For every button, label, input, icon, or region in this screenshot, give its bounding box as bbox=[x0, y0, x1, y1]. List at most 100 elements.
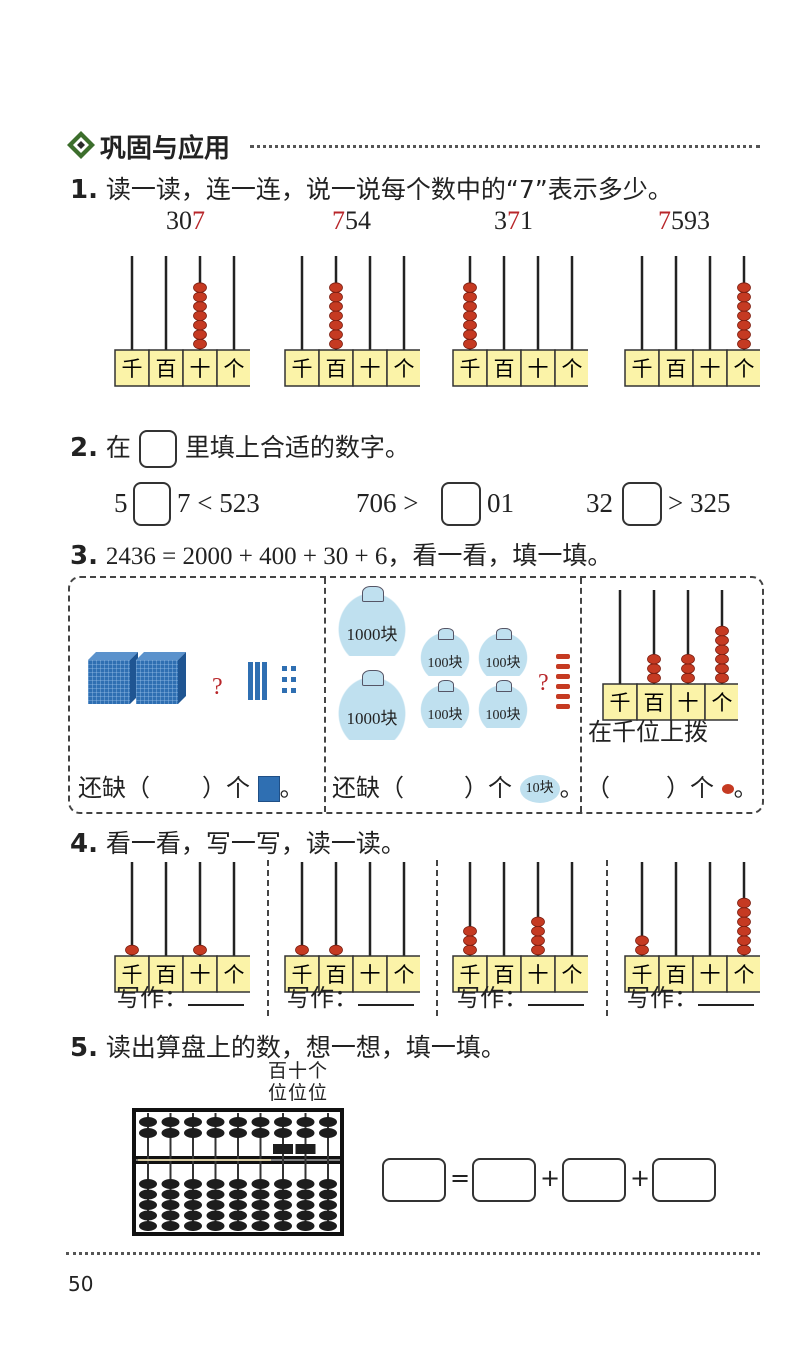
q4-abacus-4[interactable]: 千百十个 bbox=[624, 860, 762, 998]
q4-prompt: 4. 看一看，写一写，读一读。 bbox=[70, 824, 406, 860]
suanpan-bead bbox=[295, 1144, 316, 1154]
q2-ineq1-box[interactable] bbox=[133, 482, 171, 526]
place-label: 百 bbox=[156, 963, 177, 987]
thousand-cubes-icon bbox=[88, 652, 186, 704]
abacus-bead bbox=[193, 291, 207, 303]
place-cell bbox=[692, 349, 728, 387]
q4-abacus-2[interactable]: 千百十个 bbox=[284, 860, 422, 998]
abacus-bead bbox=[737, 329, 751, 340]
abacus-bead bbox=[463, 301, 477, 312]
suanpan-bead bbox=[296, 1200, 315, 1210]
q5-number: 5. bbox=[70, 1033, 98, 1063]
suanpan-bead bbox=[206, 1128, 225, 1138]
abacus-bead bbox=[737, 916, 751, 928]
abacus-bead bbox=[681, 653, 695, 665]
q1-abacus-1[interactable]: 千百十个 bbox=[114, 254, 252, 392]
place-cell bbox=[692, 955, 728, 993]
place-cell bbox=[452, 955, 488, 993]
q4-number: 4. bbox=[70, 829, 98, 859]
abacus-bead bbox=[681, 672, 695, 684]
abacus-bead bbox=[329, 301, 343, 312]
q5-box-tens[interactable] bbox=[562, 1158, 626, 1202]
suanpan-bead bbox=[296, 1221, 315, 1231]
suanpan-bead bbox=[274, 1117, 292, 1127]
write-blank-2[interactable] bbox=[358, 1004, 414, 1006]
q1-number-3: 371 bbox=[494, 206, 533, 235]
place-label: 个 bbox=[734, 357, 755, 381]
q1-abacus-4[interactable]: 千百十个 bbox=[624, 254, 762, 392]
blank-box-sample bbox=[138, 430, 177, 468]
q2-prompt: 2. 在 里填上合适的数字。 bbox=[70, 428, 410, 468]
q3-abacus[interactable]: 千百十个 bbox=[602, 588, 740, 726]
suanpan-bead bbox=[251, 1221, 270, 1231]
q3-divider-2 bbox=[580, 578, 582, 812]
place-label: 十 bbox=[528, 963, 549, 987]
abacus-bead bbox=[463, 944, 477, 956]
place-label: 十 bbox=[678, 691, 699, 715]
abacus-bead bbox=[737, 897, 751, 909]
abacus-figure: 千百十个 bbox=[624, 256, 762, 387]
section-title: 巩固与应用 bbox=[100, 134, 231, 164]
q3-fill-2: 还缺（）个 10块。 bbox=[332, 774, 584, 803]
abacus-bead bbox=[737, 907, 751, 918]
suanpan-abacus[interactable] bbox=[132, 1108, 344, 1236]
q2-ineq1-left: 5 bbox=[114, 488, 128, 518]
place-cell bbox=[352, 955, 388, 993]
abacus-bead bbox=[193, 282, 207, 293]
bag-10-icon: 10块 bbox=[519, 775, 560, 803]
q2-ineq3-box[interactable] bbox=[622, 482, 662, 526]
suanpan-bead bbox=[274, 1179, 292, 1189]
q5-box-hundreds[interactable] bbox=[472, 1158, 536, 1202]
q3-prompt: 3. 2436 = 2000 + 400 + 30 + 6，看一看，填一填。 bbox=[70, 536, 612, 572]
q5-box-ones[interactable] bbox=[652, 1158, 716, 1202]
q3-number: 3. bbox=[70, 541, 98, 571]
q3-panel: ? 还缺（）个 。 1000块 1000块 100块 100块 100块 100… bbox=[68, 576, 764, 814]
place-cell bbox=[520, 349, 556, 387]
suanpan-bead bbox=[319, 1200, 337, 1210]
write-blank-1[interactable] bbox=[188, 1004, 244, 1006]
suanpan-bead bbox=[319, 1221, 337, 1231]
place-label: 十 bbox=[190, 963, 211, 987]
q5-text: 读出算盘上的数，想一想，填一填。 bbox=[105, 1033, 506, 1062]
suanpan-bead bbox=[206, 1200, 225, 1210]
write-blank-4[interactable] bbox=[698, 1004, 754, 1006]
abacus-bead bbox=[635, 935, 649, 946]
q4-abacus-1[interactable]: 千百十个 bbox=[114, 860, 252, 998]
q2-ineq2-box[interactable] bbox=[441, 482, 481, 526]
suanpan-bead bbox=[296, 1210, 315, 1221]
suanpan-bead bbox=[206, 1189, 225, 1200]
abacus-bead bbox=[193, 944, 207, 956]
q5-box-total[interactable] bbox=[382, 1158, 446, 1202]
place-cell bbox=[554, 955, 590, 993]
suanpan-bead bbox=[161, 1179, 180, 1189]
place-label: 十 bbox=[360, 963, 381, 987]
suanpan-bead bbox=[139, 1210, 157, 1221]
abacus-bead bbox=[715, 625, 729, 637]
suanpan-bead bbox=[161, 1189, 180, 1200]
suanpan-bead bbox=[184, 1117, 202, 1127]
q2-ineq3-right: > 325 bbox=[668, 488, 731, 518]
suanpan-bead bbox=[319, 1117, 337, 1127]
place-cell bbox=[602, 683, 638, 721]
abacus-bead bbox=[329, 338, 343, 350]
place-label: 千 bbox=[460, 963, 481, 987]
suanpan-bead bbox=[251, 1179, 270, 1189]
q1-abacus-3[interactable]: 千百十个 bbox=[452, 254, 590, 392]
q2-ineq2-left: 706 > bbox=[356, 488, 419, 518]
write-blank-3[interactable] bbox=[528, 1004, 584, 1006]
q4-abacus-3[interactable]: 千百十个 bbox=[452, 860, 590, 998]
abacus-bead bbox=[531, 925, 545, 937]
abacus-bead bbox=[463, 338, 477, 350]
abacus-figure: 千百十个 bbox=[284, 862, 422, 993]
place-label: 个 bbox=[734, 963, 755, 987]
abacus-bead bbox=[681, 663, 695, 674]
q1-abacus-2[interactable]: 千百十个 bbox=[284, 254, 422, 392]
q4-text: 看一看，写一写，读一读。 bbox=[105, 829, 406, 858]
place-cell bbox=[658, 349, 694, 387]
suanpan-bead bbox=[184, 1128, 202, 1138]
abacus-bead bbox=[463, 282, 477, 293]
q2-ineq2-right: 01 bbox=[487, 488, 514, 518]
place-label: 百 bbox=[644, 691, 665, 715]
suanpan-bead bbox=[229, 1210, 247, 1221]
place-label: 千 bbox=[292, 357, 313, 381]
